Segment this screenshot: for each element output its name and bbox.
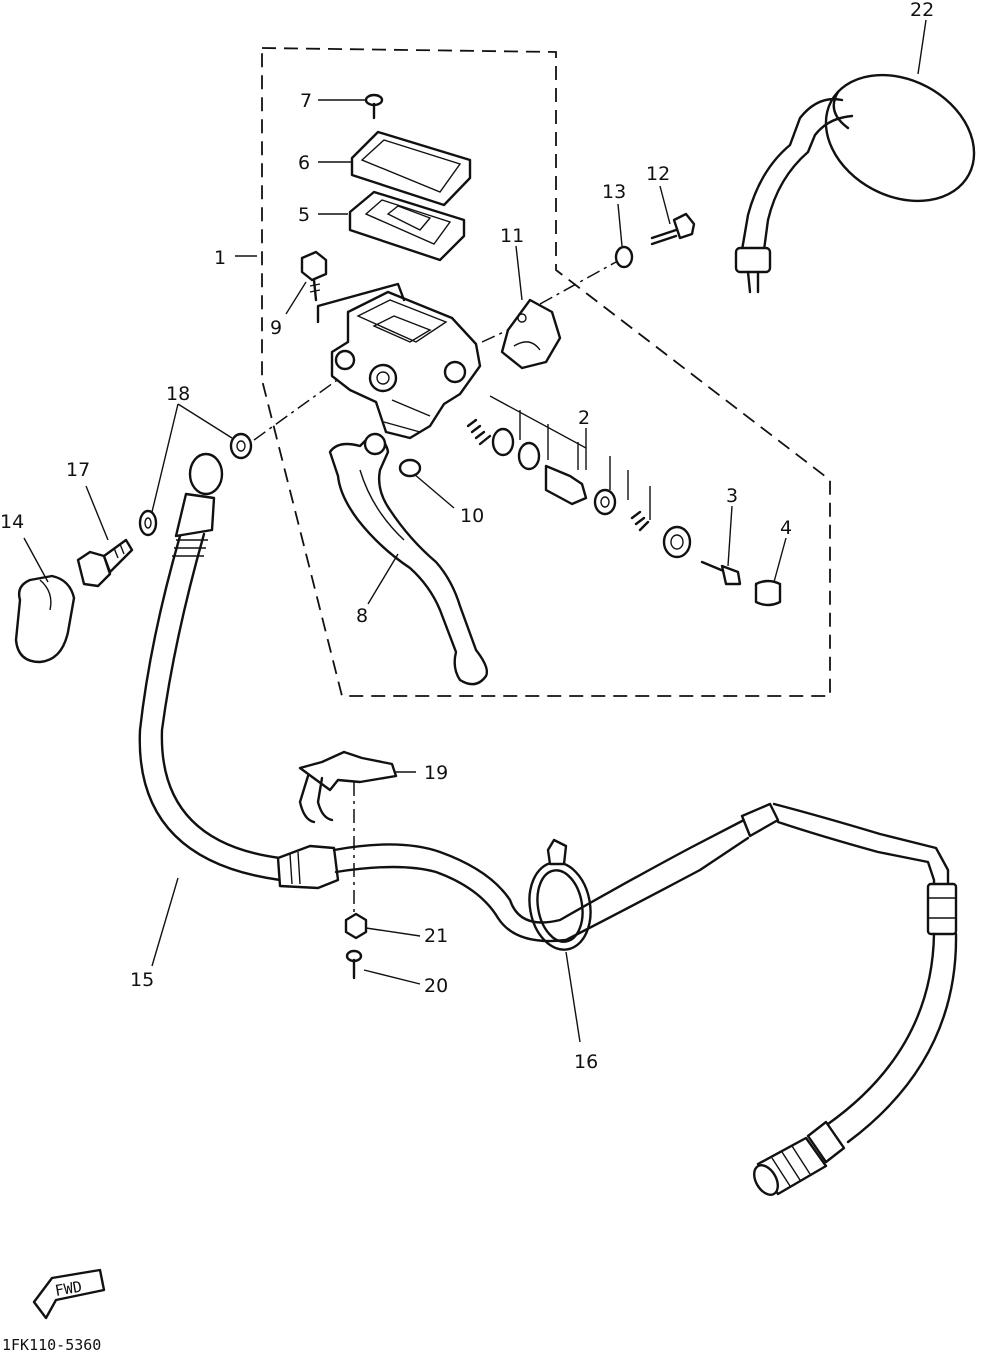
cap-screw <box>364 93 384 120</box>
assembly-boundary <box>261 47 831 697</box>
callout-10: 10 <box>460 505 484 527</box>
brake-lever <box>328 432 489 686</box>
lever-bolt <box>300 250 328 302</box>
brake-hose <box>138 452 958 1196</box>
master-cylinder-body <box>316 282 482 440</box>
leader-lines <box>23 19 927 1043</box>
callout-3: 3 <box>726 485 738 507</box>
lever-collar <box>398 458 422 478</box>
piston-kit <box>466 395 692 559</box>
reservoir-cap <box>350 130 472 207</box>
handlebar-clamp <box>500 298 562 370</box>
bleed-cap <box>754 579 782 607</box>
holder-bolt <box>345 949 363 980</box>
callout-22: 22 <box>910 0 934 21</box>
callout-9: 9 <box>270 317 282 339</box>
hose-boot <box>14 574 76 664</box>
callout-4: 4 <box>780 517 792 539</box>
callout-2: 2 <box>578 407 590 429</box>
holder-nut <box>344 912 368 940</box>
bleed-screw <box>700 560 742 586</box>
callout-16: 16 <box>574 1051 598 1073</box>
clamp-bolt <box>650 212 696 246</box>
callout-1: 1 <box>214 247 226 269</box>
callout-5: 5 <box>298 204 310 226</box>
callout-17: 17 <box>66 459 90 481</box>
hose-guide <box>528 838 592 951</box>
callout-19: 19 <box>424 762 448 784</box>
mirror <box>734 73 976 294</box>
union-bolt <box>76 538 134 588</box>
hose-washers <box>138 432 253 537</box>
callout-21: 21 <box>424 925 448 947</box>
callout-14: 14 <box>0 511 24 533</box>
assembly-lines <box>253 261 617 916</box>
fwd-arrow-icon: FWD <box>32 1268 106 1320</box>
diaphragm <box>348 190 466 262</box>
callout-7: 7 <box>300 90 312 112</box>
callout-11: 11 <box>500 225 524 247</box>
clamp-washer <box>614 245 634 269</box>
hose-holder <box>298 750 398 824</box>
fwd-label: FWD <box>54 1278 84 1300</box>
callout-12: 12 <box>646 163 670 185</box>
callout-18: 18 <box>166 383 190 405</box>
diagram-code: 1FK110-5360 <box>2 1336 101 1354</box>
callout-8: 8 <box>356 605 368 627</box>
callout-13: 13 <box>602 181 626 203</box>
callout-15: 15 <box>130 969 154 991</box>
callout-6: 6 <box>298 152 310 174</box>
callouts: 7 6 5 1 9 10 11 12 13 14 17 18 19 21 20 … <box>0 0 934 1073</box>
callout-20: 20 <box>424 975 448 997</box>
